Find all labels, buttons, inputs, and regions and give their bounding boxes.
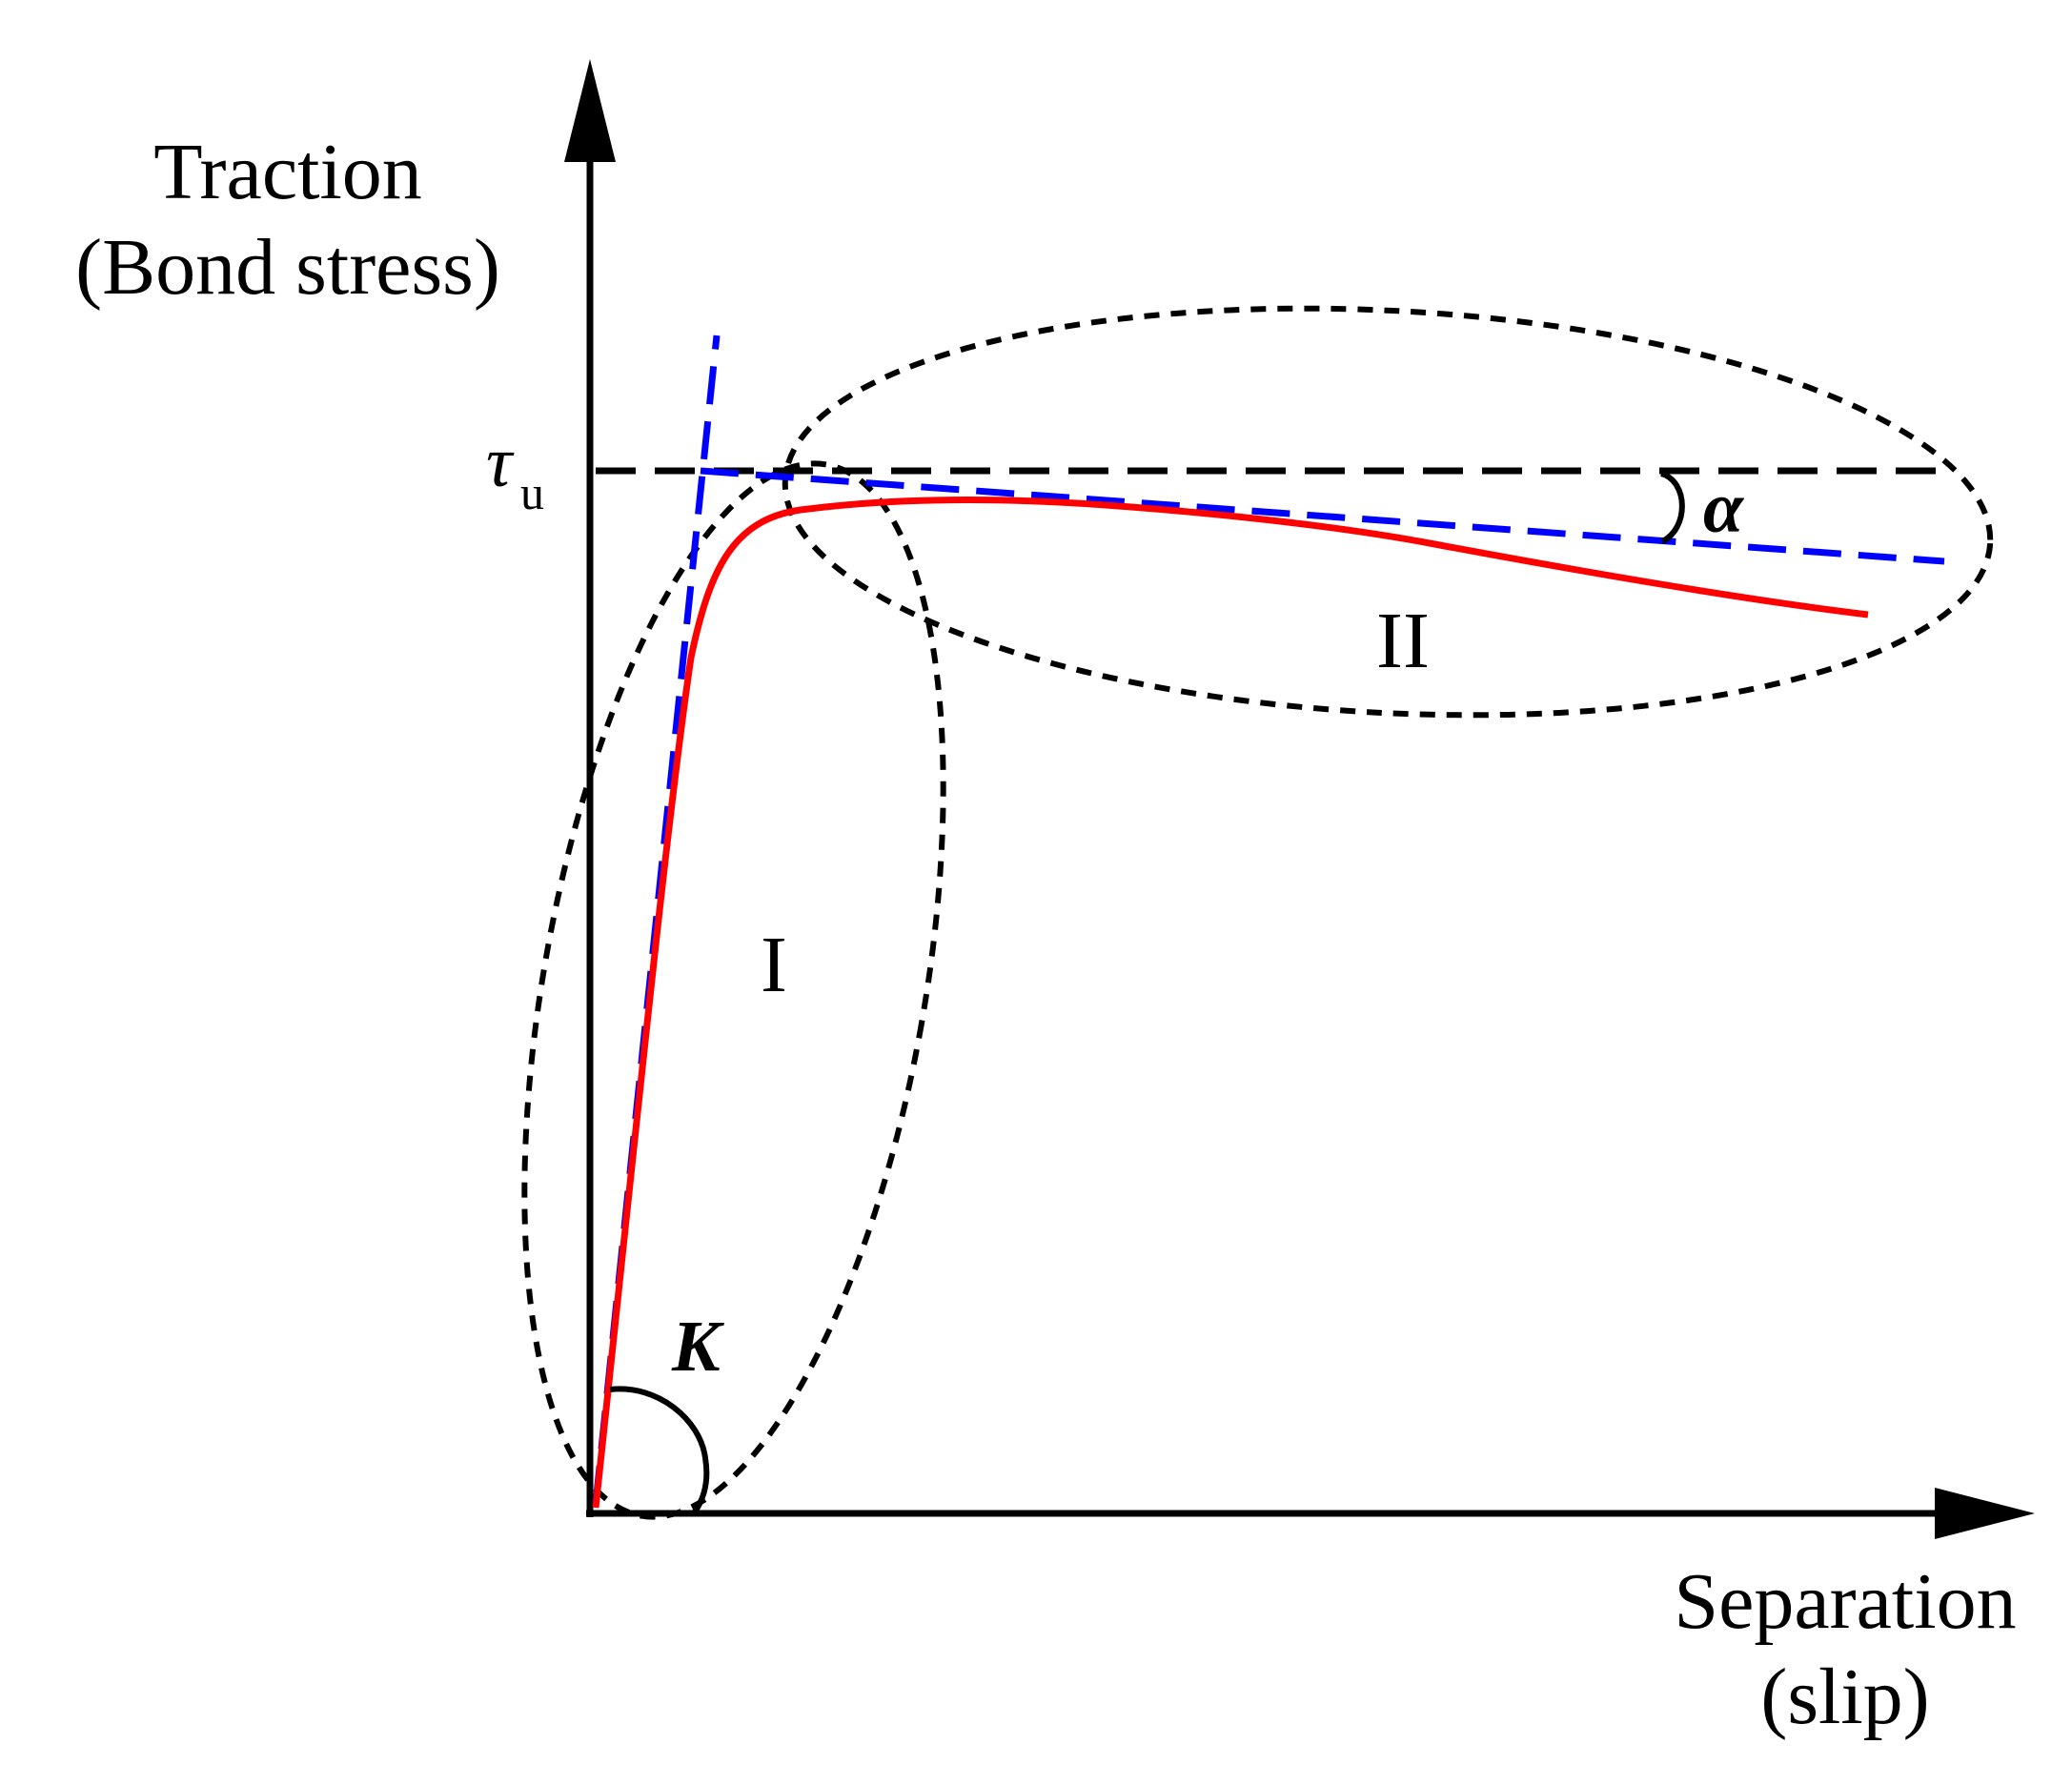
tau-symbol: τ [486,422,515,502]
x-axis-title-line2: (slip) [1760,1653,1929,1741]
region-one-ellipse [521,460,946,1520]
region-two-label: II [1376,597,1430,685]
region-one-label: I [761,921,787,1009]
tau-subscript: u [520,466,544,519]
stiffness-angle-arc [609,1386,710,1515]
bond-slip-curve [592,497,1869,1509]
softening-tangent [700,467,1945,565]
y-axis-arrowhead [564,59,616,162]
y-axis-title-line2: (Bond stress) [75,223,500,312]
y-axis-title-line1: Traction [153,128,422,216]
x-axis-arrowhead [1935,1488,2035,1539]
x-axis-title-line1: Separation [1674,1557,2016,1646]
angle-symbol: α [1703,468,1745,548]
softening-angle-arc [1659,471,1685,544]
stiffness-symbol: K [671,1307,724,1387]
